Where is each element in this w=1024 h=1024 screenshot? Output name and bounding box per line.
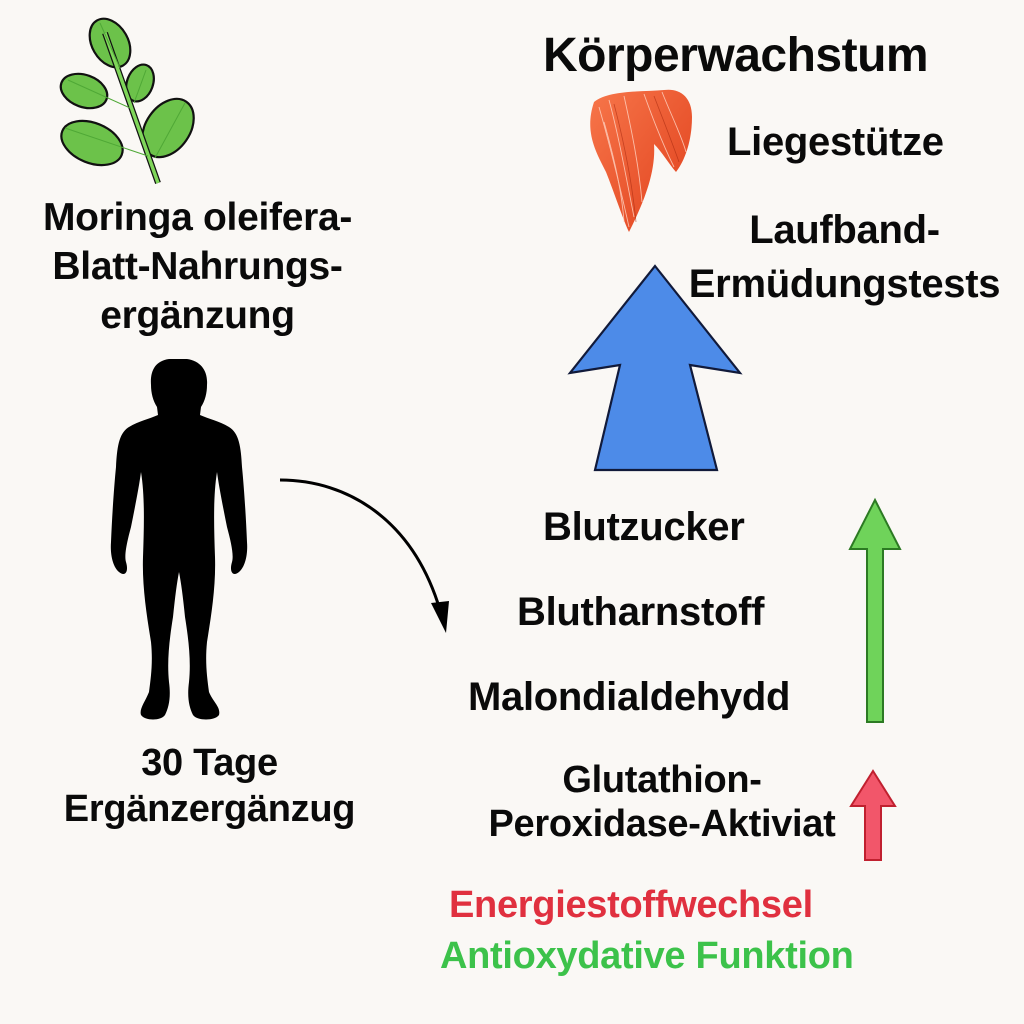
energy-metabolism-label: Energiestoffwechsel xyxy=(449,884,813,926)
moringa-leaf-icon xyxy=(59,17,195,184)
gpx-activity-label: Glutathion- Peroxidase-Aktiviat xyxy=(462,758,862,846)
duration-label: 30 Tage Ergänzergänzug xyxy=(22,740,397,832)
treadmill-line: Ermüdungstests xyxy=(688,262,1001,306)
body-growth-title: Körperwachstum xyxy=(543,29,929,82)
treadmill-line: Laufband- xyxy=(749,208,940,252)
push-ups-label: Liegestütze xyxy=(727,120,944,164)
malondialdehyde-label: Malondialdehydd xyxy=(468,675,791,719)
muscle-icon xyxy=(590,89,692,232)
supplement-line: Moringa oleifera- xyxy=(42,196,353,239)
human-silhouette-icon xyxy=(110,359,248,720)
duration-line: Ergänzergänzug xyxy=(63,788,356,830)
gpx-line: Peroxidase-Aktiviat xyxy=(488,803,836,845)
gpx-line: Glutathion- xyxy=(562,759,762,801)
treadmill-label: Laufband- Ermüdungstests xyxy=(672,203,1017,311)
green-up-arrow-icon xyxy=(848,497,902,723)
curved-arrow-icon xyxy=(279,478,449,633)
supplement-label: Moringa oleifera- Blatt-Nahrungs- ergänz… xyxy=(0,193,395,340)
antioxidant-function-label: Antioxydative Funktion xyxy=(440,935,854,977)
duration-line: 30 Tage xyxy=(141,742,278,784)
supplement-line: ergänzung xyxy=(100,294,295,337)
blood-urea-label: Blutharnstoff xyxy=(517,590,765,634)
blue-up-arrow-icon xyxy=(567,264,743,472)
red-up-arrow-icon xyxy=(849,769,897,861)
supplement-line: Blatt-Nahrungs- xyxy=(52,245,343,288)
blood-sugar-label: Blutzucker xyxy=(543,505,745,549)
